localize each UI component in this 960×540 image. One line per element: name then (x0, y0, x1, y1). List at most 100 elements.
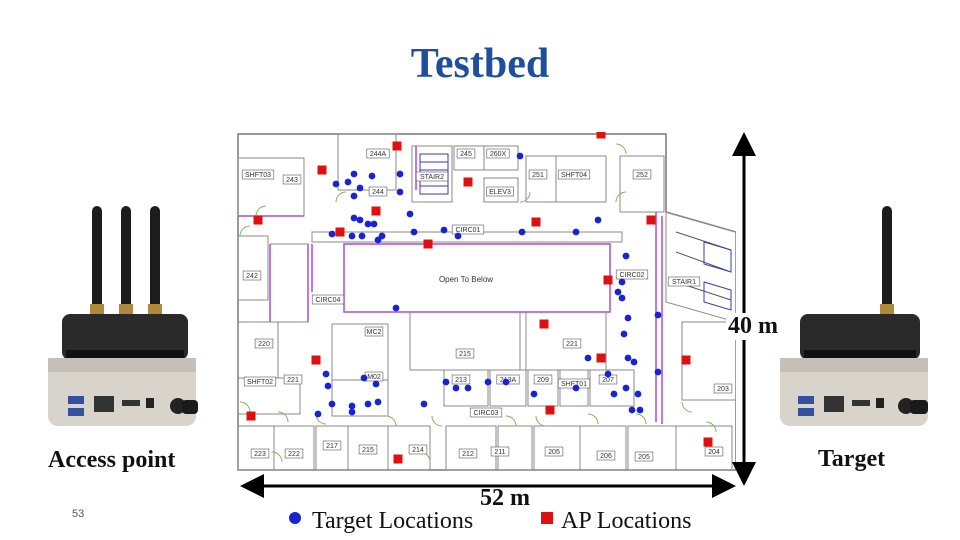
target-location-marker (356, 184, 364, 192)
target-location-marker (356, 216, 364, 224)
ap-location-marker (392, 141, 402, 151)
room-tag: 260X (490, 151, 507, 158)
target-location-marker (454, 232, 462, 240)
target-location-marker (618, 278, 626, 286)
room-tag: 205 (548, 449, 560, 456)
target-location-marker (396, 188, 404, 196)
room-tag-box (667, 276, 701, 287)
room-tag-box (368, 186, 388, 197)
target-location-marker (348, 232, 356, 240)
target-location-marker (374, 236, 382, 244)
room-tag-box (243, 376, 277, 387)
room-tag-box (366, 148, 390, 159)
target-location-marker (442, 378, 450, 386)
room-tag: 203 (717, 386, 729, 393)
room-tag-box (557, 169, 591, 180)
height-dimension-label: 40 m (726, 313, 780, 340)
room-tag: SHFT02 (247, 379, 273, 386)
room-tag-box (490, 446, 510, 457)
ap-location-marker (393, 454, 403, 464)
ap-location-marker (371, 206, 381, 216)
target-locations-legend-label: Target Locations (312, 508, 474, 534)
target-location-marker (344, 178, 352, 186)
ap-location-marker (539, 319, 549, 329)
room-tag: 251 (532, 172, 544, 179)
target-location-marker (328, 230, 336, 238)
target-location-marker (620, 330, 628, 338)
access-point-label: Access point (48, 447, 176, 473)
room-tag: 244A (370, 151, 387, 158)
room-tag-box (528, 169, 548, 180)
room-tag-box (458, 448, 478, 459)
target-device-image (780, 206, 928, 426)
room-tag-box (311, 294, 345, 305)
target-location-marker (618, 294, 626, 302)
ap-location-marker (545, 405, 555, 415)
ap-location-marker (246, 411, 256, 421)
target-location-marker (332, 180, 340, 188)
target-location-marker (406, 210, 414, 218)
room-tag: SHFT01 (561, 381, 587, 388)
target-location-marker (396, 170, 404, 178)
target-location-marker (516, 152, 524, 160)
target-location-marker (502, 378, 510, 386)
room-tag: 220 (258, 341, 270, 348)
target-location-marker (630, 358, 638, 366)
room-tag-box (408, 444, 428, 455)
slide-number: 53 (72, 508, 85, 520)
room-tag: 215 (459, 351, 471, 358)
room-tag: 215 (362, 447, 374, 454)
ap-location-marker (646, 215, 656, 225)
room-tag-box (322, 440, 342, 451)
room-tag: SHFT03 (245, 172, 271, 179)
ap-location-marker (596, 353, 606, 363)
target-location-marker (360, 374, 368, 382)
ap-location-marker (423, 239, 433, 249)
antenna-3 (150, 206, 160, 314)
antenna-1 (92, 206, 102, 314)
target-location-marker (324, 382, 332, 390)
room-tag: 209 (537, 377, 549, 384)
room-tag: 245 (460, 151, 472, 158)
room-tag: CIRC04 (316, 297, 341, 304)
room-tag: 212 (462, 451, 474, 458)
room-tag: 206 (600, 453, 612, 460)
room-tag-box (469, 407, 503, 418)
room-tag-box (241, 169, 275, 180)
ap-location-marker (463, 177, 473, 187)
room-tag-box (254, 338, 274, 349)
room-tag-box (615, 269, 649, 280)
target-location-marker (594, 216, 602, 224)
target-location-marker (530, 390, 538, 398)
target-location-marker (484, 378, 492, 386)
target-location-marker (452, 384, 460, 392)
room-tag-box (282, 174, 302, 185)
room-tag: 205 (638, 454, 650, 461)
target-location-marker (392, 304, 400, 312)
target-location-marker (518, 228, 526, 236)
target-location-marker (604, 370, 612, 378)
target-location-marker (348, 408, 356, 416)
room-tag: 222 (288, 451, 300, 458)
target-location-marker (370, 220, 378, 228)
target-location-marker (622, 252, 630, 260)
target-location-marker (364, 400, 372, 408)
room-tag-box (284, 448, 304, 459)
access-point-device-image (48, 206, 198, 426)
room-tag: STAIR2 (420, 174, 444, 181)
antenna-2 (121, 206, 131, 314)
target-location-marker (364, 220, 372, 228)
room-tag-box (250, 448, 270, 459)
ap-location-marker (681, 355, 691, 365)
ap-legend-marker (541, 512, 553, 524)
ap-location-marker (703, 437, 713, 447)
target-location-marker (420, 400, 428, 408)
target-location-marker (634, 390, 642, 398)
target-location-marker (368, 172, 376, 180)
target-location-marker (350, 170, 358, 178)
room-tag-box (358, 444, 378, 455)
room-tag: 244 (372, 189, 384, 196)
room-tag-box (486, 148, 510, 159)
room-tag: 252 (636, 172, 648, 179)
